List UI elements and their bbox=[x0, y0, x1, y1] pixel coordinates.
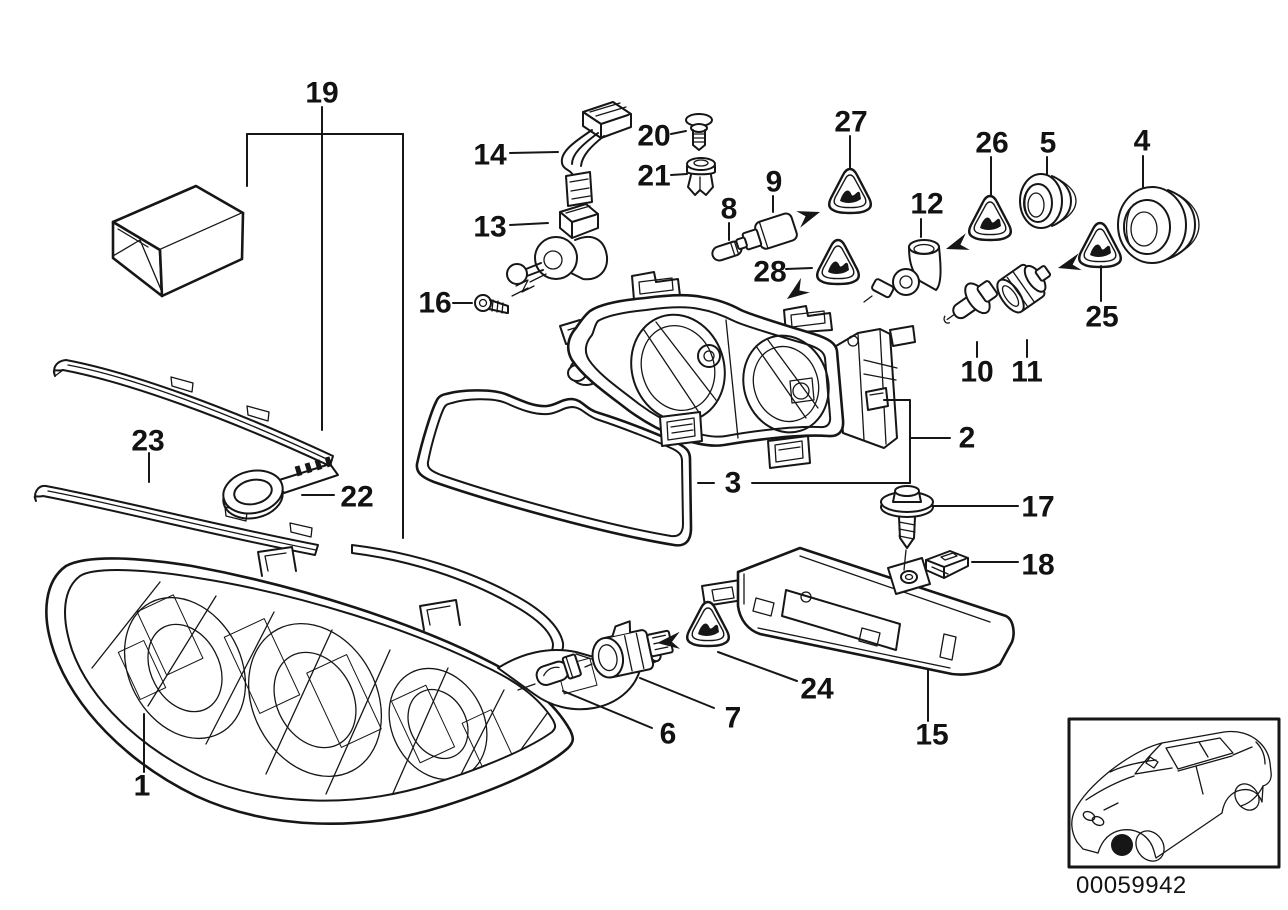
part-2-housing bbox=[559, 271, 916, 469]
part-16-screw bbox=[474, 287, 529, 314]
callout-16[interactable]: 16 bbox=[418, 287, 451, 320]
part-5-rubber-cap bbox=[1019, 173, 1077, 229]
car-location-thumbnail: 00059942 bbox=[1067, 717, 1281, 899]
callout-22[interactable]: 22 bbox=[340, 481, 373, 514]
callout-4[interactable]: 4 bbox=[1134, 125, 1151, 158]
callout-23[interactable]: 23 bbox=[131, 425, 164, 458]
callout-1[interactable]: 1 bbox=[134, 770, 151, 803]
callout-24[interactable]: 24 bbox=[800, 673, 834, 706]
callout-10[interactable]: 10 bbox=[960, 356, 993, 389]
callout-15[interactable]: 15 bbox=[915, 719, 948, 752]
part-3-gasket bbox=[415, 389, 693, 547]
callout-19[interactable]: 19 bbox=[305, 77, 338, 110]
callout-27[interactable]: 27 bbox=[834, 106, 867, 139]
callout-26[interactable]: 26 bbox=[975, 127, 1008, 160]
callout-9[interactable]: 9 bbox=[766, 166, 783, 199]
part-15-bracket bbox=[701, 546, 1015, 676]
callout-14[interactable]: 14 bbox=[473, 139, 507, 172]
callout-2[interactable]: 2 bbox=[959, 422, 976, 455]
part-13-adjuster-motor bbox=[506, 203, 609, 293]
part-22-cover-ring bbox=[222, 456, 339, 520]
part-4-rubber-cap bbox=[1117, 186, 1200, 264]
part-11-bulb-socket bbox=[996, 263, 1052, 314]
callout-28[interactable]: 28 bbox=[753, 256, 786, 289]
callout-17[interactable]: 17 bbox=[1021, 491, 1054, 524]
part-10-bulb bbox=[943, 280, 999, 324]
callout-3[interactable]: 3 bbox=[725, 467, 742, 500]
warning-triangle-icon-27 bbox=[828, 167, 872, 215]
callout-19-bracket bbox=[246, 106, 404, 539]
direction-arrow-icon-26 bbox=[943, 233, 972, 258]
callout-25[interactable]: 25 bbox=[1085, 301, 1118, 334]
part-1-lens-assembly bbox=[45, 546, 662, 825]
callout-7[interactable]: 7 bbox=[725, 702, 742, 735]
car-outline bbox=[1071, 730, 1272, 862]
part-7-bulb-socket bbox=[591, 620, 674, 679]
callout-21[interactable]: 21 bbox=[637, 160, 670, 193]
callout-18[interactable]: 18 bbox=[1021, 549, 1054, 582]
part-14-wiring-harness bbox=[560, 101, 632, 207]
warning-triangle-icon-28 bbox=[816, 238, 860, 286]
warning-triangle-icon-25 bbox=[1078, 221, 1122, 269]
callout-8[interactable]: 8 bbox=[721, 193, 738, 226]
callout-12[interactable]: 12 bbox=[910, 188, 943, 221]
part-17-screw-washer bbox=[880, 485, 934, 571]
callout-13[interactable]: 13 bbox=[473, 211, 506, 244]
warning-triangle-icon-26 bbox=[968, 194, 1012, 242]
part-21-expansion-clip bbox=[686, 157, 716, 196]
part-12-elbow-socket bbox=[863, 239, 942, 303]
part-23-trim-strips bbox=[33, 359, 334, 556]
part-20-push-rivet bbox=[685, 113, 713, 151]
callout-20[interactable]: 20 bbox=[637, 120, 670, 153]
leader-lines bbox=[143, 130, 1144, 773]
callout-6[interactable]: 6 bbox=[660, 718, 677, 751]
part-9-bulb bbox=[735, 203, 823, 251]
part-19-kit-box bbox=[111, 184, 245, 298]
part-18-clip-nut bbox=[925, 550, 969, 579]
callout-5[interactable]: 5 bbox=[1040, 127, 1057, 160]
warning-triangle-icon-24 bbox=[686, 600, 730, 648]
doc-number: 00059942 bbox=[1076, 872, 1187, 899]
headlight-location-marker-icon bbox=[1111, 834, 1133, 856]
part-8-mini-bulb bbox=[711, 240, 743, 262]
callout-11[interactable]: 11 bbox=[1011, 356, 1043, 389]
